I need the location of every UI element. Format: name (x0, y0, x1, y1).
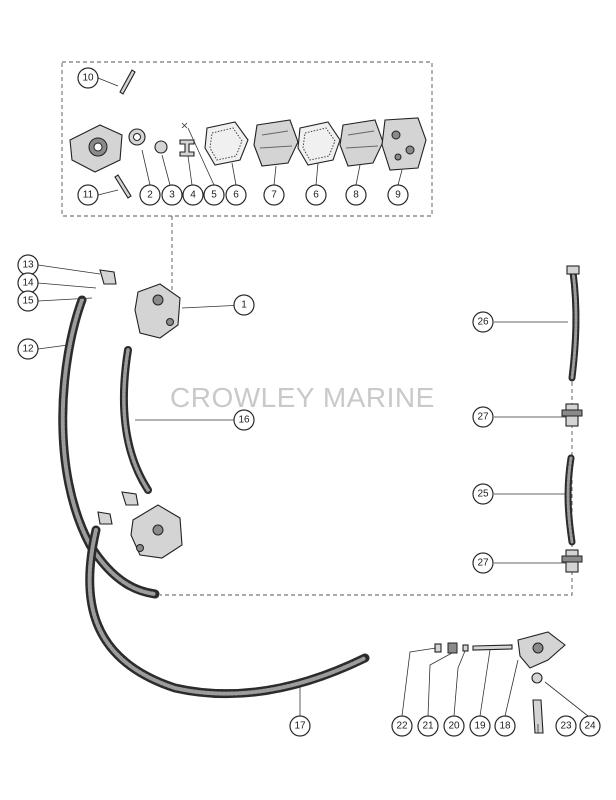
callout-18: 18 (494, 715, 516, 737)
callout-8: 8 (345, 184, 367, 206)
hose-16 (119, 346, 152, 494)
check-valve (154, 140, 168, 154)
callout-27-lower: 27 (472, 552, 494, 574)
callout-6-right: 6 (305, 184, 327, 206)
connector-27-upper (561, 403, 583, 427)
callout-13: 13 (17, 254, 39, 276)
svg-text:26: 26 (477, 317, 489, 328)
svg-text:27: 27 (477, 412, 489, 423)
long-screw-bottom (114, 174, 132, 199)
callout-26: 26 (472, 311, 494, 333)
watermark: CROWLEY MARINE (170, 382, 435, 413)
callout-7: 7 (263, 184, 285, 206)
svg-text:25: 25 (477, 489, 489, 500)
callout-4: 4 (182, 184, 204, 206)
callout-20: 20 (443, 715, 465, 737)
callout-9: 9 (387, 184, 409, 206)
callout-23: 23 (555, 715, 577, 737)
diaphragm-right (339, 119, 384, 167)
svg-text:17: 17 (294, 721, 306, 732)
svg-text:7: 7 (271, 190, 277, 201)
svg-text:23: 23 (560, 721, 572, 732)
svg-text:2: 2 (147, 190, 153, 201)
callout-6-left: 6 (225, 184, 247, 206)
rod-19 (472, 644, 513, 651)
retainer-clip (179, 139, 195, 157)
valve-body-18 (517, 631, 566, 669)
callout-3: 3 (161, 184, 183, 206)
svg-text:20: 20 (448, 721, 460, 732)
callout-24: 24 (579, 715, 601, 737)
callout-2: 2 (139, 184, 161, 206)
svg-text:19: 19 (474, 721, 486, 732)
callout-5: 5 (203, 184, 225, 206)
callout-17: 17 (289, 715, 311, 737)
svg-text:1: 1 (241, 300, 247, 311)
hose-26 (566, 265, 580, 382)
hose-12 (58, 295, 160, 599)
callout-10: 10 (77, 67, 99, 89)
callout-22: 22 (391, 715, 413, 737)
svg-text:8: 8 (353, 190, 359, 201)
diaphragm-left (253, 119, 299, 167)
connector-27-lower (561, 549, 583, 573)
callout-25: 25 (472, 483, 494, 505)
svg-text:13: 13 (22, 260, 34, 271)
callout-1: 1 (233, 294, 255, 316)
svg-text:10: 10 (82, 73, 94, 84)
pump-cover (69, 124, 123, 173)
hose-17 (85, 525, 370, 699)
callout-21: 21 (417, 715, 439, 737)
callout-16: 16 (233, 409, 255, 431)
svg-text:18: 18 (499, 721, 511, 732)
svg-text:27: 27 (477, 558, 489, 569)
callout-19: 19 (469, 715, 491, 737)
pump-body (381, 117, 427, 171)
svg-text:4: 4 (190, 190, 196, 201)
svg-text:6: 6 (233, 190, 239, 201)
callout-12: 12 (17, 338, 39, 360)
svg-text:3: 3 (169, 190, 175, 201)
callout-11: 11 (77, 184, 99, 206)
svg-text:21: 21 (422, 721, 434, 732)
svg-text:12: 12 (22, 344, 34, 355)
washer-24 (531, 672, 543, 684)
svg-text:22: 22 (396, 721, 408, 732)
fitting-21 (447, 642, 458, 654)
svg-text:5: 5 (211, 190, 217, 201)
svg-text:9: 9 (395, 190, 401, 201)
svg-text:16: 16 (238, 415, 250, 426)
small-screw-part (181, 122, 188, 129)
callout-27-upper: 27 (472, 406, 494, 428)
fitting-20 (462, 644, 469, 652)
gasket-left (204, 121, 249, 166)
svg-text:24: 24 (584, 721, 596, 732)
svg-text:15: 15 (22, 296, 34, 307)
svg-text:11: 11 (83, 190, 94, 201)
hose-25 (564, 454, 576, 546)
washer-ring (128, 128, 146, 146)
svg-text:14: 14 (22, 278, 34, 289)
pin-23 (532, 699, 544, 734)
leader-lines (37, 77, 589, 733)
fuel-pump-lower (97, 491, 183, 559)
svg-text:6: 6 (313, 190, 319, 201)
return-line-path (160, 375, 573, 596)
gasket-right (297, 121, 341, 166)
exploded-view-box (61, 61, 433, 217)
callout-14: 14 (17, 272, 39, 294)
long-screw-top (119, 69, 136, 95)
callout-15: 15 (17, 290, 39, 312)
fuel-pump-upper (99, 269, 181, 339)
